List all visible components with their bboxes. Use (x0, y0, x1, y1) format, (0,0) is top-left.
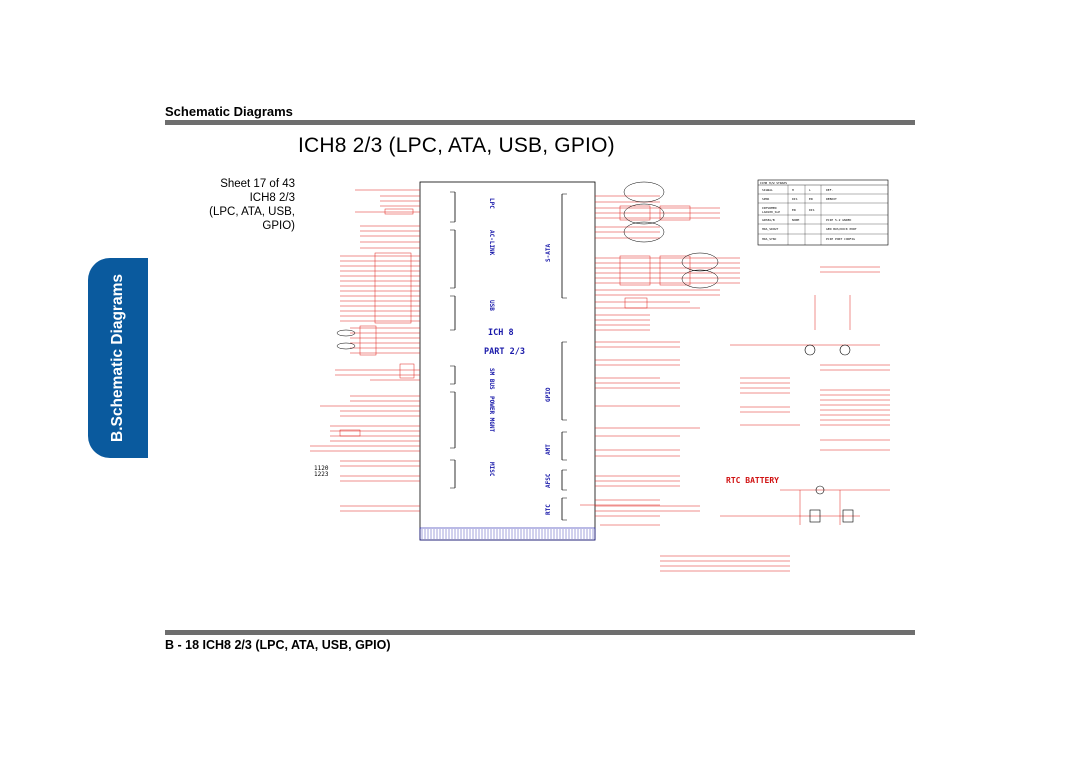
svg-text:AC-LINK: AC-LINK (488, 230, 495, 256)
sheet-name: ICH8 2/3 (249, 192, 295, 204)
page-title: ICH8 2/3 (LPC, ATA, USB, GPIO) (298, 134, 615, 157)
title-divider (165, 120, 915, 125)
sheet-desc-1: (LPC, ATA, USB, (209, 206, 295, 218)
svg-text:ICH8 H/W STRAPS: ICH8 H/W STRAPS (760, 181, 787, 185)
side-tab-label-wrap: B.Schematic Diagrams (88, 258, 148, 458)
strap-table (757, 179, 889, 246)
svg-text:INTVRMEN: INTVRMEN (762, 206, 777, 210)
svg-text:GEN BUS/DOCK PORT: GEN BUS/DOCK PORT (826, 227, 857, 231)
svg-text:PART 2/3: PART 2/3 (484, 347, 525, 357)
svg-text:SIGNAL: SIGNAL (762, 188, 773, 192)
svg-text:PCIE 5-2 GNDED: PCIE 5-2 GNDED (826, 218, 851, 222)
svg-text:GPIO: GPIO (545, 387, 552, 402)
schematic-diagram: LPC AC-LINK USB SM BUS POWER MGNT MISC S… (310, 179, 890, 572)
svg-text:SM BUS: SM BUS (488, 368, 495, 390)
svg-text:MISC: MISC (488, 462, 495, 477)
svg-text:AMT: AMT (545, 444, 552, 455)
svg-text:NORM: NORM (792, 218, 799, 222)
schematic-static-art: LPC AC-LINK USB SM BUS POWER MGNT MISC S… (310, 179, 890, 572)
side-tab-label: B.Schematic Diagrams (109, 274, 126, 442)
svg-text:LAN100_SLP: LAN100_SLP (762, 210, 780, 214)
sheet-number: Sheet 17 of 43 (220, 178, 295, 190)
ground-pin-row (421, 529, 594, 539)
sheet-info: Sheet 17 of 43 ICH8 2/3 (LPC, ATA, USB, … (160, 177, 295, 233)
right-pin-wires (595, 195, 790, 572)
rtc-circuit (580, 266, 890, 526)
chip-body (419, 181, 596, 541)
svg-text:1223: 1223 (314, 471, 329, 478)
svg-text:PCIE PORT CONFIG: PCIE PORT CONFIG (826, 237, 855, 241)
svg-text:REBOOT: REBOOT (826, 197, 837, 201)
svg-text:DIS: DIS (809, 208, 815, 212)
svg-text:DEF.: DEF. (826, 188, 833, 192)
svg-text:GNT#A/B: GNT#A/B (762, 218, 775, 222)
svg-text:HDA_SDOUT: HDA_SDOUT (762, 227, 778, 231)
sheet-desc-2: GPIO) (262, 220, 295, 232)
svg-text:POWER MGNT: POWER MGNT (488, 396, 495, 433)
footer-divider (165, 630, 915, 635)
svg-text:EN: EN (809, 197, 813, 201)
svg-text:LPC: LPC (488, 198, 495, 209)
footer-caption: B - 18 ICH8 2/3 (LPC, ATA, USB, GPIO) (165, 638, 391, 652)
section-title: Schematic Diagrams (165, 104, 293, 119)
svg-text:HDA_SYNC: HDA_SYNC (762, 237, 777, 241)
svg-text:1120: 1120 (314, 465, 329, 472)
svg-text:AFSC: AFSC (545, 473, 552, 488)
svg-text:H: H (792, 188, 794, 192)
svg-text:S-ATA: S-ATA (545, 244, 552, 262)
svg-text:RTC BATTERY: RTC BATTERY (726, 476, 779, 485)
svg-text:L: L (809, 188, 811, 192)
svg-text:DIS: DIS (792, 197, 798, 201)
svg-text:ICH 8: ICH 8 (488, 328, 514, 338)
svg-text:USB: USB (488, 300, 495, 311)
svg-text:RTC: RTC (545, 504, 552, 515)
svg-text:EN: EN (792, 208, 796, 212)
svg-text:SPKR: SPKR (762, 197, 769, 201)
left-pin-wires (310, 189, 420, 512)
chip-ground-row (419, 527, 596, 541)
side-tab[interactable] (88, 258, 148, 458)
